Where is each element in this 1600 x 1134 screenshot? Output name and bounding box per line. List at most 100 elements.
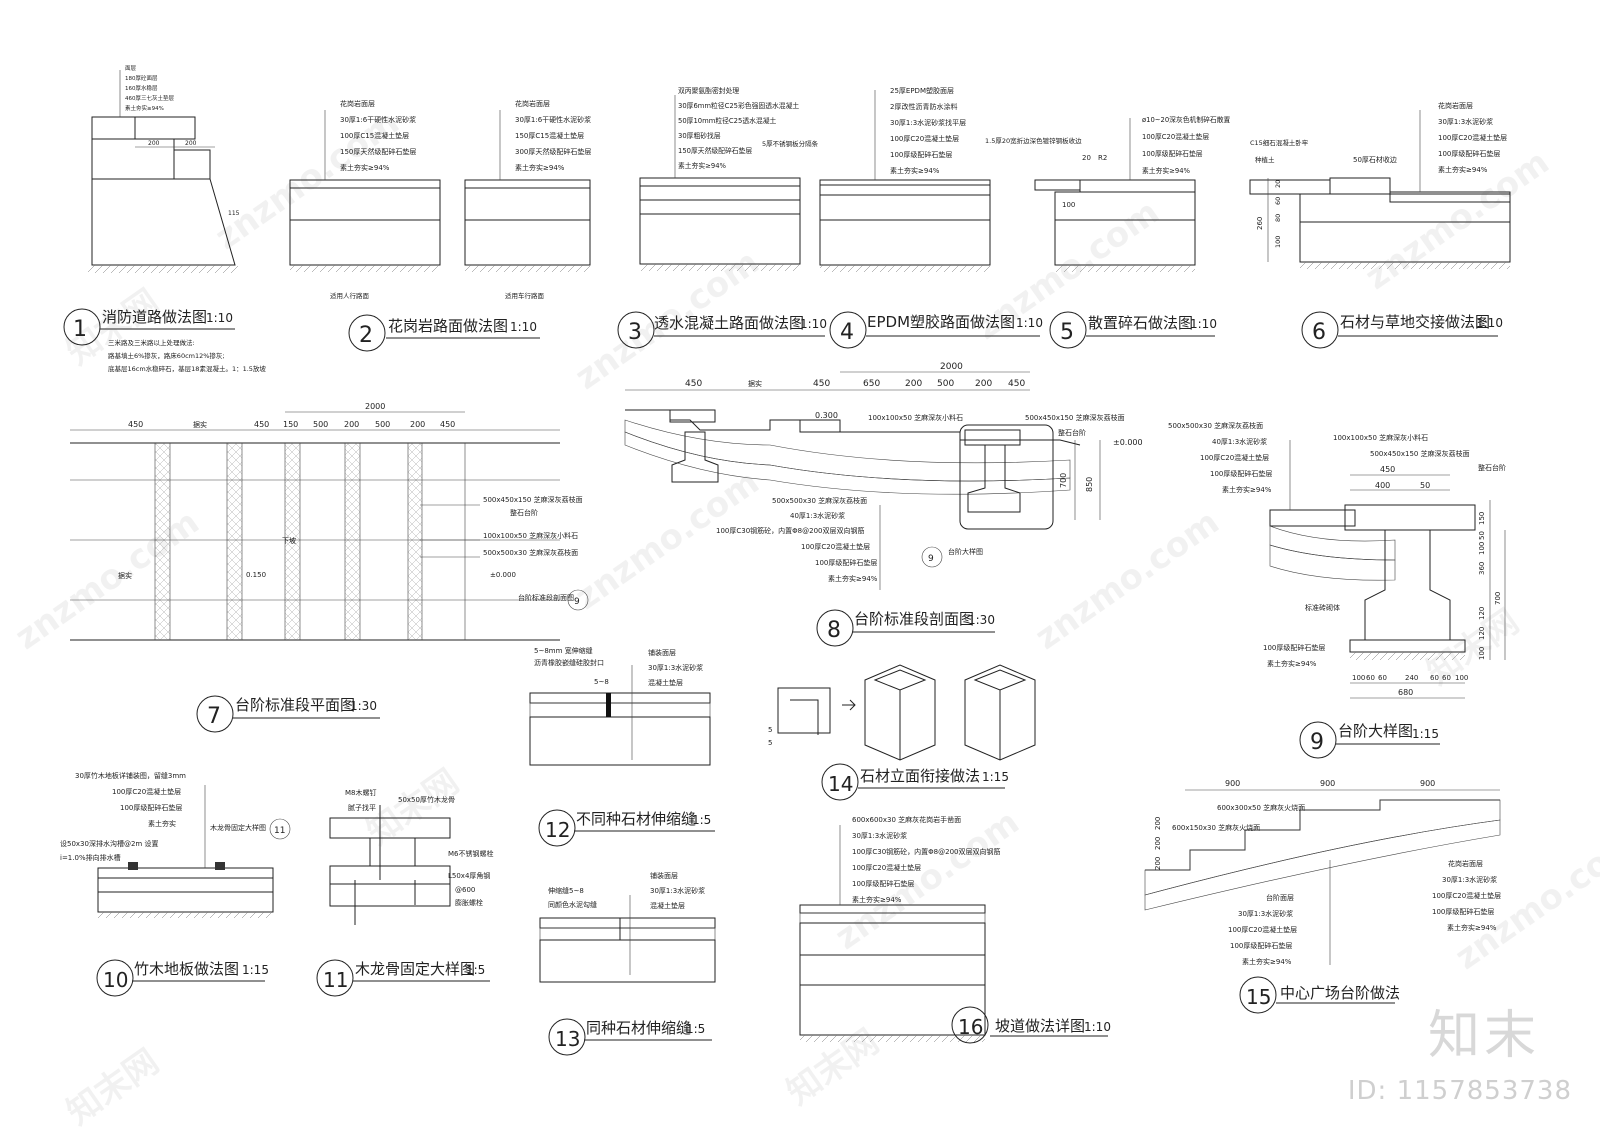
title-4: 4 EPDM塑胶路面做法图 1:10 xyxy=(829,311,1043,349)
dim-label: 450 xyxy=(1008,379,1025,389)
dim-label: 100 xyxy=(1478,542,1486,555)
dim-label: 2000 xyxy=(940,362,963,372)
layer-label: 花岗岩面层 xyxy=(515,99,550,108)
detail-scale: 1:10 xyxy=(1190,317,1217,331)
dim-label: R2 xyxy=(1098,154,1107,162)
leader-label: 素土夯实≥94% xyxy=(828,574,878,583)
layer-label: 150厚天然级配碎石垫层 xyxy=(340,147,416,156)
leader-label: 30厚1:3水泥砂浆 xyxy=(1238,909,1293,918)
leader-label: 整石台阶 xyxy=(1478,463,1506,472)
leader-label: 台阶面层 xyxy=(1266,893,1294,902)
dim-label: 450 xyxy=(1380,465,1395,474)
leader-label: 100厚C20混凝土垫层 xyxy=(1200,453,1269,462)
layer-label: 30厚粗砂找层 xyxy=(678,131,721,140)
detail-scale: 1:10 xyxy=(510,320,537,334)
leader-label: 100x100x50 芝麻深灰小料石 xyxy=(483,531,578,540)
dim-label: 5 xyxy=(768,726,772,734)
note-text: 1.5厚20宽折边深色镀锌钢板收边 xyxy=(985,136,1082,145)
dim-label: 60 xyxy=(1366,674,1375,682)
dim-label: 100 xyxy=(1478,647,1486,660)
detail-14: 5 5 xyxy=(768,664,1036,761)
layer-label: 2厚改性沥青防水涂料 xyxy=(890,102,957,111)
detail-scale: 1:5 xyxy=(686,1022,705,1036)
layer-label: 50厚10mm粒径C25透水混凝土 xyxy=(678,116,777,125)
svg-text:11: 11 xyxy=(274,826,285,836)
dim-label: 500 xyxy=(937,379,954,389)
leader-label: 500x450x150 芝麻深灰荔枝面 xyxy=(1370,449,1470,458)
leader-label: 沥青橡胶嵌缝硅胶封口 xyxy=(534,658,604,667)
leader-label: 100厚级配碎石垫层 xyxy=(1210,469,1272,478)
leader-label: 100厚C20混凝土垫层 xyxy=(801,542,870,551)
title-10: 10 竹木地板做法图 1:15 xyxy=(96,959,269,997)
dim-label: 50 xyxy=(1420,481,1430,490)
detail-scale: 1:30 xyxy=(968,613,995,627)
leader-label: 膨胀螺栓 xyxy=(455,898,483,907)
title-8: 8 台阶标准段剖面图 1:30 xyxy=(816,609,995,647)
detail-scale: 1:30 xyxy=(350,699,377,713)
title-1: 1 消防道路做法图 1:10 xyxy=(63,308,235,346)
leader-label: 整石台阶 xyxy=(510,508,538,517)
detail-title: 透水混凝土路面做法图 xyxy=(654,314,804,332)
leader-label: 台阶大样图 xyxy=(948,547,983,556)
detail-scale: 1:10 xyxy=(206,311,233,325)
leader-label: 铺装面层 xyxy=(648,648,676,657)
detail-title: 散置碎石做法图 xyxy=(1088,314,1193,332)
detail-title: 中心广场台阶做法 xyxy=(1280,984,1400,1002)
leader-label: 铺装面层 xyxy=(650,871,678,880)
layer-label: 100厚C30钢筋砼，内置Φ8@200双层双向钢筋 xyxy=(852,847,1000,856)
leader-label: 木龙骨固定大样图 xyxy=(210,823,266,832)
leader-label: 40厚1:3水泥砂浆 xyxy=(1212,437,1267,446)
leader-label: 混凝土垫层 xyxy=(650,901,685,910)
leader-label: M8木螺钉 xyxy=(345,788,377,797)
title-14: 14 石材立面衔接做法 1:15 xyxy=(821,763,1009,801)
dim-label: 400 xyxy=(1375,481,1390,490)
dim-label: 360 xyxy=(1478,562,1486,575)
title-13: 13 同种石材伸缩缝 1:5 xyxy=(548,1018,712,1056)
layer-label: 30厚1:6干硬性水泥砂浆 xyxy=(515,115,591,124)
title-12: 12 不同种石材伸缩缝 1:5 xyxy=(538,809,715,847)
dim-label: 100 xyxy=(1062,201,1075,209)
layer-label: 花岗岩面层 xyxy=(340,99,375,108)
leader-label: L50x4厚角钢 xyxy=(448,871,490,880)
note-text: 种植土 xyxy=(1255,155,1275,164)
dim-label: 450 xyxy=(813,379,830,389)
dim-label: 60 xyxy=(1442,674,1451,682)
detail-4: 25厚EPDM塑胶面层 2厚改性沥青防水涂料 30厚1:3水泥砂浆找平层 100… xyxy=(819,86,991,272)
dim-label: 120 xyxy=(1478,607,1486,620)
detail-title: 石材立面衔接做法 xyxy=(860,767,980,785)
detail-scale: 1:10 xyxy=(800,317,827,331)
layer-label: 素土夯实≥94% xyxy=(125,104,164,112)
layer-label: 素土夯实≥94% xyxy=(890,166,940,175)
dim-label: 100 xyxy=(1274,236,1282,248)
detail-scale: 1:15 xyxy=(982,770,1009,784)
caption: 适用车行路面 xyxy=(505,291,545,300)
detail-title: 木龙骨固定大样图 xyxy=(355,960,475,978)
title-11: 11 木龙骨固定大样图 1:5 xyxy=(316,959,490,997)
layer-label: 30厚1:3水泥砂浆找平层 xyxy=(890,118,966,127)
layer-label: 30厚1:3水泥砂浆 xyxy=(1438,117,1493,126)
layer-label: 100厚级配碎石垫层 xyxy=(890,150,952,159)
layer-label: 100厚级配碎石垫层 xyxy=(852,879,914,888)
leader-label: 100x100x50 芝麻深灰小料石 xyxy=(868,413,963,422)
dim-label: 据实 xyxy=(193,420,207,429)
layer-label: 素土夯实≥94% xyxy=(852,895,902,904)
detail-15: 900 900 900 200 200 200 600x300x50 芝麻灰火烧… xyxy=(1144,779,1501,966)
dim-label: 900 xyxy=(1320,779,1335,788)
layer-label: 素土夯实≥94% xyxy=(1438,165,1488,174)
layer-label: 150厚天然级配碎石垫层 xyxy=(678,146,752,155)
leader-label: 素土夯实≥94% xyxy=(1242,957,1292,966)
detail-scale: 1:10 xyxy=(1016,316,1043,330)
dim-label: 100 xyxy=(1455,674,1468,682)
leader-label: 0.300 xyxy=(815,411,838,420)
leader-label: 100厚级配碎石垫层 xyxy=(1263,643,1325,652)
layer-label: 100厚C20混凝土垫层 xyxy=(852,863,921,872)
detail-3: 双丙聚氨酯密封处理 30厚6mm粒径C25彩色强固透水混凝土 50厚10mm粒径… xyxy=(639,86,819,271)
note-text: 50厚石材收边 xyxy=(1353,155,1397,164)
caption: 适用人行路面 xyxy=(330,291,370,300)
detail-title: 消防道路做法图 xyxy=(102,308,207,326)
detail-number: 10 xyxy=(103,968,128,992)
detail-scale: 1:5 xyxy=(692,813,711,827)
dim-label: 200 xyxy=(1154,857,1162,870)
dim-label: 450 xyxy=(128,420,143,429)
dim-label: 2000 xyxy=(365,402,385,411)
